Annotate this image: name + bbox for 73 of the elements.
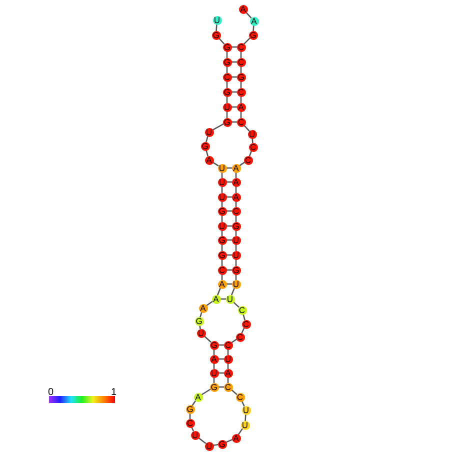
nucleotide-circle: A: [204, 156, 214, 164]
nucleotide-circle: G: [236, 72, 246, 82]
nucleotide-circle: G: [218, 206, 226, 216]
backbone-line: [212, 123, 224, 131]
nucleotide-circle: G: [232, 266, 240, 274]
nucleotide-circle: U: [218, 178, 226, 186]
nucleotide-circle: C: [236, 118, 246, 126]
nucleotide-circle: G: [222, 88, 232, 96]
nucleotide-circle: C: [242, 320, 250, 328]
nucleotide-circle: U: [218, 222, 226, 230]
nucleotide-circle: A: [232, 164, 240, 172]
nucleotide-circle: U: [204, 442, 214, 450]
nucleotide-circle: U: [218, 192, 226, 202]
nucleotide-circle: G: [222, 58, 232, 66]
nucleotide-circle: C: [218, 266, 226, 274]
nucleotide-circle: U: [222, 102, 232, 112]
nucleotide-circle: U: [232, 250, 240, 260]
nucleotide-circle: C: [248, 142, 258, 152]
nucleotide-circle: U: [248, 130, 256, 138]
nucleotide-circle: U: [232, 236, 240, 244]
nucleotide-circle: U: [240, 420, 250, 430]
backbone-line: [204, 335, 212, 343]
scale-label: 1: [111, 388, 117, 398]
nucleotide-circle: C: [236, 42, 246, 52]
nucleotide-circle: G: [222, 118, 232, 126]
nucleotide-circle: U: [204, 128, 214, 136]
nucleotide-circle: U: [232, 280, 240, 288]
nucleotide-circle: G: [218, 440, 226, 448]
nucleotide-circle: A: [224, 368, 232, 378]
nucleotide-circle: A: [236, 102, 246, 112]
nucleotide-circle: A: [218, 280, 226, 288]
nucleotide-circle: C: [232, 206, 240, 216]
nucleotide-circle: U: [242, 406, 250, 414]
nucleotide-circle: G: [212, 30, 220, 40]
nucleotide-circle: C: [236, 88, 246, 96]
nucleotide-circle: U: [212, 16, 222, 24]
nucleotide-circle: C: [224, 340, 232, 350]
nucleotide-circle: G: [218, 250, 226, 260]
nucleotide-circle: G: [218, 236, 226, 244]
nucleotide-circle: C: [236, 392, 244, 402]
nucleotide-circle: G: [200, 142, 210, 150]
nucleotide-circle: U: [210, 368, 218, 378]
nucleotide-circle: G: [210, 340, 218, 350]
nucleotide-circle: A: [194, 392, 202, 402]
nucleotide-circle: G: [248, 30, 258, 40]
nucleotide-circle: U: [190, 430, 200, 440]
nucleotide-circle: C: [224, 382, 232, 392]
nucleotide-circle: A: [232, 178, 240, 186]
nucleotide-circle: G: [210, 382, 218, 392]
nucleotide-circle: A: [212, 294, 220, 304]
nucleotide-circle: U: [196, 328, 206, 338]
nucleotide-circle: C: [186, 418, 194, 428]
nucleotide-circle: U: [226, 294, 234, 304]
nucleotide-circle: A: [198, 304, 208, 312]
scale-label: 0: [48, 388, 54, 398]
nucleotide-circle: A: [232, 434, 240, 442]
nucleotide-circle: C: [236, 58, 246, 66]
backbone-line: [198, 436, 206, 444]
nucleotide-circle: U: [218, 164, 226, 172]
nucleotide-circle: G: [222, 42, 232, 52]
nucleotide-circle: C: [236, 332, 244, 342]
nucleotide-circle: G: [232, 222, 240, 230]
nucleotide-circle: A: [210, 354, 218, 364]
nucleotide-circle: A: [232, 192, 240, 202]
nucleotide-circle: C: [238, 306, 246, 314]
nucleotide-circle: G: [194, 316, 204, 326]
nucleotide-circle: C: [222, 72, 232, 82]
backbone-line: [201, 388, 211, 396]
nucleotide-circle: G: [186, 404, 194, 414]
nucleotide-circle: A: [250, 16, 258, 26]
nucleotide-circle: U: [224, 354, 232, 364]
nucleotide-circle: A: [238, 4, 248, 14]
nucleotide-circle: C: [244, 156, 252, 164]
